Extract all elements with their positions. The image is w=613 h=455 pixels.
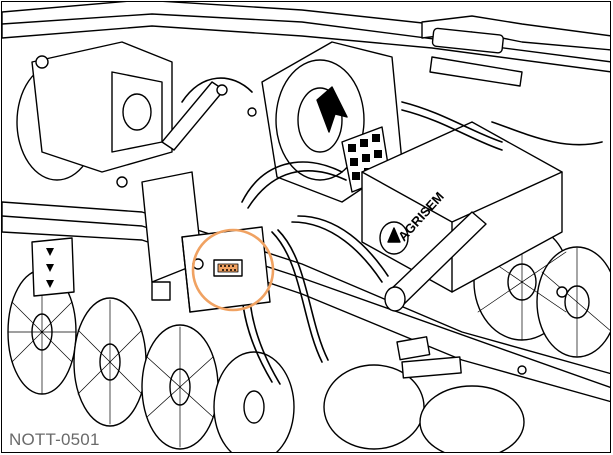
connector-bracket [181, 226, 271, 313]
bolts [35, 55, 568, 375]
highlight-circle [191, 228, 275, 312]
bracket-plates [31, 171, 462, 379]
figure-caption: NOTT-0501 [9, 430, 100, 449]
branded-frame: AGRISEM [361, 121, 563, 293]
hydraulic-cylinders [161, 56, 523, 312]
discs-upper-left [16, 41, 173, 181]
top-beam [2, 2, 610, 73]
